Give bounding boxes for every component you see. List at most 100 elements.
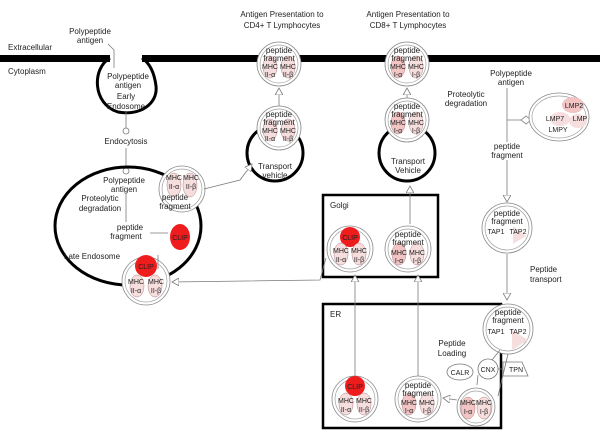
mhc-ii-clip-er: CLIP MHC II-α MHC II-β [331, 375, 379, 423]
cnx-node: CNX [477, 358, 499, 380]
svg-text:peptide: peptide [494, 209, 521, 218]
svg-text:II-α: II-α [169, 184, 179, 191]
late-endosome-label: Late Endosome [64, 252, 121, 261]
early-endosome: Early Endosome [96, 56, 158, 115]
svg-text:LMP2: LMP2 [565, 103, 583, 110]
svg-text:peptide: peptide [266, 110, 293, 119]
svg-text:I-α: I-α [464, 409, 472, 416]
svg-text:Endosome: Endosome [107, 102, 146, 111]
svg-text:Polypeptide: Polypeptide [69, 27, 111, 36]
svg-text:MHC: MHC [338, 398, 354, 405]
peptide-transport-label-2: transport [530, 275, 562, 284]
loading-arrow [443, 398, 458, 400]
mhc-i-empty-er: MHC I-α MHC I-β [456, 387, 496, 427]
svg-text:MHC: MHC [401, 400, 417, 407]
svg-text:peptide: peptide [405, 381, 432, 390]
svg-text:Vehicle: Vehicle [395, 166, 421, 175]
peptide-transport-label-1: Peptide [530, 265, 558, 274]
svg-text:MHC: MHC [356, 398, 372, 405]
svg-text:MHC: MHC [148, 279, 164, 286]
proteolytic-degradation-cytosol: Proteolytic degradation [445, 90, 487, 108]
mhc-ii-transport-vehicle: peptide fragment MHC II-α MHC II-β [256, 105, 302, 151]
svg-text:antigen: antigen [77, 36, 103, 45]
svg-text:Loading: Loading [438, 349, 466, 358]
tap-complex-cytosol: peptide fragment TAP1 TAP2 [481, 202, 533, 254]
early-endosome-polypeptide: Polypeptide antigen [107, 72, 149, 90]
svg-text:fragment: fragment [159, 202, 191, 211]
svg-text:fragment: fragment [392, 238, 424, 247]
svg-text:MHC: MHC [262, 64, 278, 71]
svg-text:I-β: I-β [413, 258, 421, 265]
svg-text:I-α: I-α [394, 128, 402, 135]
late-endosome-polypeptide: Polypeptide [103, 176, 145, 185]
svg-text:II-α: II-α [265, 136, 275, 143]
plasma-membrane-left [0, 55, 110, 62]
svg-text:I-β: I-β [412, 72, 420, 79]
svg-text:I-α: I-α [395, 258, 403, 265]
svg-text:Early: Early [117, 92, 135, 101]
svg-text:MHC: MHC [390, 120, 406, 127]
svg-text:I-α: I-α [394, 72, 402, 79]
svg-text:LMP: LMP [573, 116, 588, 123]
svg-text:fragment: fragment [263, 54, 295, 63]
mhc-ii-late-endosome-top: MHC II-α MHC II-β peptide fragment [158, 165, 206, 213]
mhc-ii-surface: peptide fragment MHC II-α MHC II-β [256, 41, 302, 87]
svg-text:MHC: MHC [460, 400, 476, 407]
endocytosis-node-icon [122, 127, 130, 135]
extracellular-label: Extracellular [8, 43, 52, 52]
calr-node: CALR [446, 363, 474, 381]
svg-text:fragment: fragment [263, 118, 295, 127]
late-endosome-fragment: fragment [110, 232, 142, 241]
svg-text:I-α: I-α [405, 408, 413, 415]
svg-text:fragment: fragment [492, 316, 524, 325]
svg-text:CALR: CALR [451, 370, 470, 377]
svg-text:MHC: MHC [183, 175, 199, 182]
svg-text:Proteolytic: Proteolytic [447, 90, 484, 99]
svg-text:degradation: degradation [445, 99, 487, 108]
tap-cnx-link [491, 349, 501, 361]
svg-text:II-β: II-β [151, 288, 161, 295]
svg-text:peptide: peptide [394, 102, 421, 111]
svg-text:MHC: MHC [280, 64, 296, 71]
svg-text:peptide: peptide [494, 142, 521, 151]
svg-text:CLIP: CLIP [342, 235, 358, 242]
svg-text:II-β: II-β [186, 184, 196, 191]
late-endosome-antigen: antigen [111, 185, 137, 194]
svg-text:fragment: fragment [391, 110, 423, 119]
svg-text:LMP7: LMP7 [546, 116, 564, 123]
svg-text:TAP2: TAP2 [510, 229, 527, 236]
svg-text:MHC: MHC [333, 248, 349, 255]
svg-text:MHC: MHC [262, 128, 278, 135]
endocytosis-label: Endocytosis [104, 137, 147, 146]
golgi-compartment [321, 193, 440, 279]
svg-text:MHC: MHC [351, 248, 367, 255]
svg-text:TAP1: TAP1 [488, 229, 505, 236]
svg-text:I-β: I-β [412, 128, 420, 135]
extracellular-polypeptide-antigen: Polypeptide antigen [69, 27, 111, 45]
cytosolic-peptide-fragment: peptide fragment [491, 142, 523, 160]
svg-text:II-α: II-α [131, 288, 141, 295]
mhc-ii-clip-late-endosome: CLIP MHC II-α MHC II-β [121, 255, 171, 306]
mhc-ii-clip-golgi: CLIP MHC II-α MHC II-β [326, 225, 374, 273]
svg-text:MHC: MHC [280, 128, 296, 135]
svg-text:CNX: CNX [481, 367, 496, 374]
svg-text:II-α: II-α [336, 257, 346, 264]
endocytosis-node-lower-icon [122, 167, 130, 175]
cytosolic-polypeptide: Polypeptide antigen [490, 69, 532, 87]
svg-text:MHC: MHC [390, 64, 406, 71]
cd8-title-line2: CD8+ T Lymphocytes [370, 21, 447, 30]
svg-text:I-β: I-β [480, 409, 488, 416]
proteolytic-label-1: Proteolytic [81, 194, 118, 203]
svg-text:fragment: fragment [491, 217, 523, 226]
svg-text:MHC: MHC [409, 250, 425, 257]
golgi-label: Golgi [330, 201, 349, 210]
svg-text:MHC: MHC [166, 175, 182, 182]
svg-text:antigen: antigen [115, 81, 141, 90]
immunoproteasome: LMP2 LMP7 LMP LMPY [528, 92, 590, 142]
mhc-i-surface: peptide fragment MHC I-α MHC I-β [384, 41, 430, 87]
svg-text:II-α: II-α [265, 72, 275, 79]
svg-text:Transport: Transport [258, 162, 293, 171]
svg-text:LMPY: LMPY [548, 127, 567, 134]
svg-text:MHC: MHC [476, 400, 492, 407]
svg-text:MHC: MHC [419, 400, 435, 407]
